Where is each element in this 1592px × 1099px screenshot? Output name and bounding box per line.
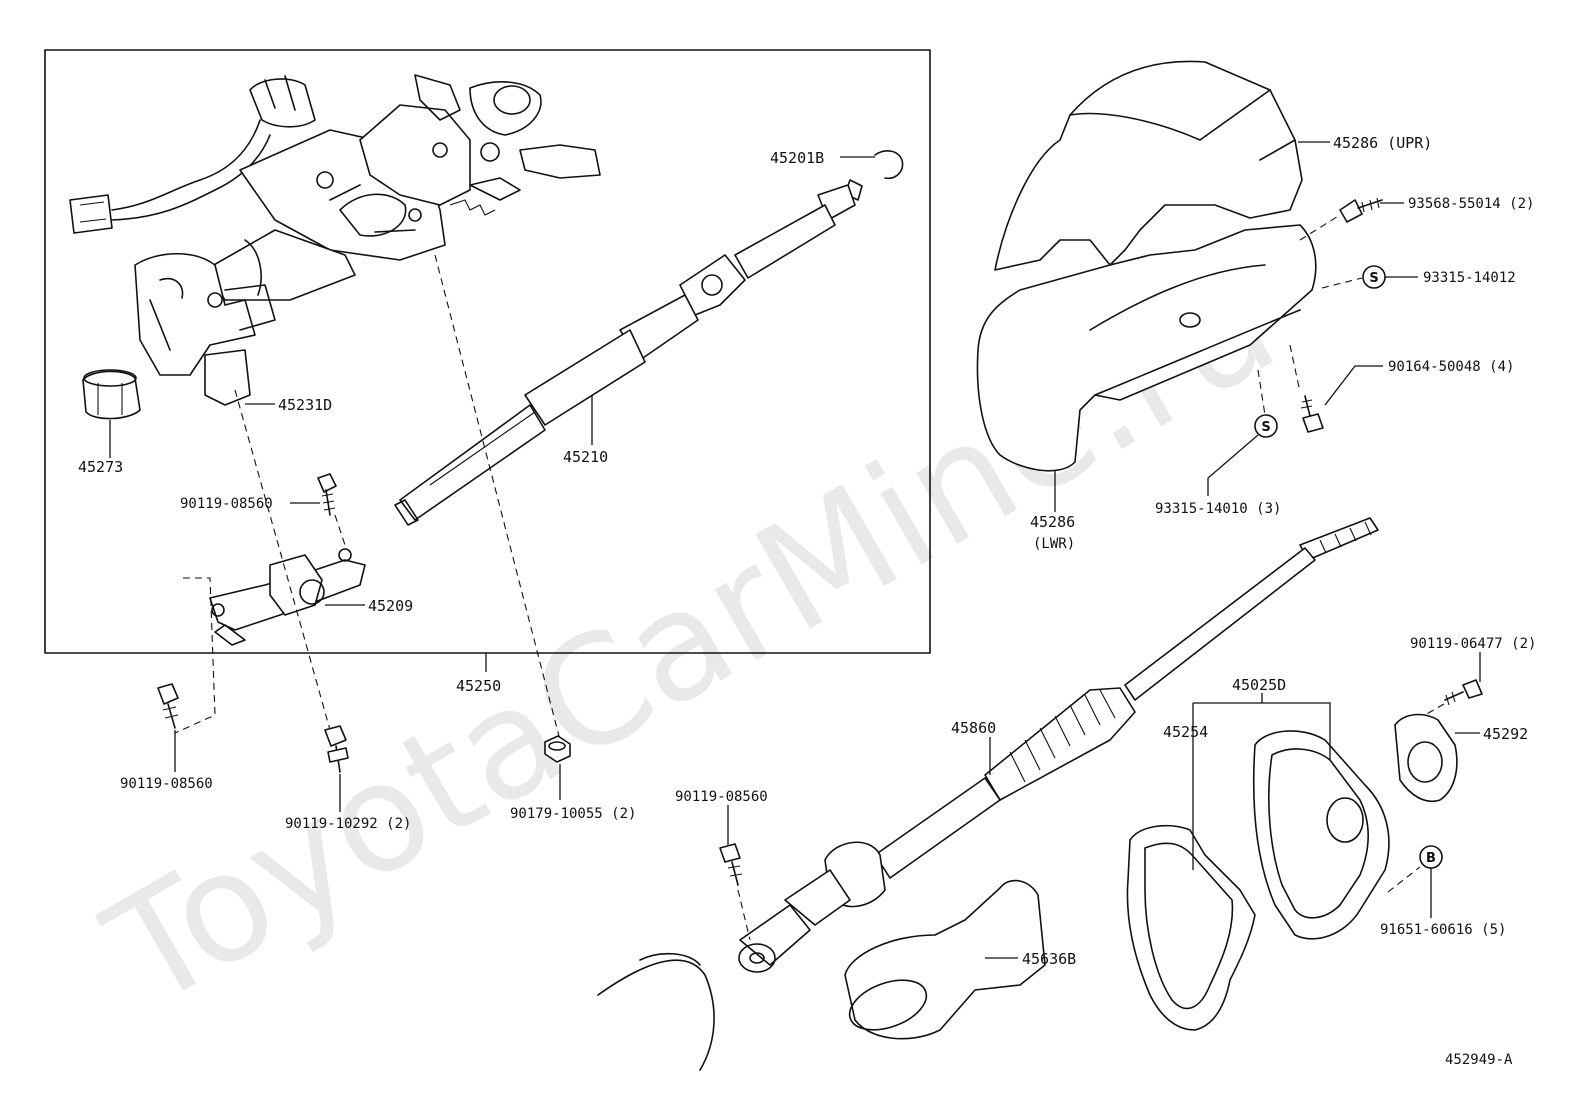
label-45273: 45273 <box>78 458 123 476</box>
label-45636B: 45636B <box>1022 950 1076 968</box>
hole-cover-45025D <box>1252 730 1390 940</box>
dashed-line-2 <box>234 389 331 731</box>
symbol-s-93315-14010: S <box>1254 414 1278 438</box>
label-45286-lwr-sub: (LWR) <box>1033 536 1075 552</box>
symbol-b-91651-60616: B <box>1419 845 1443 869</box>
dashed-line-3 <box>334 514 346 546</box>
label-93568-55014: 93568-55014 (2) <box>1408 196 1534 212</box>
label-45201B: 45201B <box>770 149 824 167</box>
bolt-90119-08560-b <box>157 683 179 729</box>
main-shaft-45210 <box>394 179 863 526</box>
intermediate-shaft-45860 <box>738 517 1379 973</box>
gasket-45254 <box>1126 824 1256 1031</box>
label-45025D: 45025D <box>1232 676 1286 694</box>
bracket-45025D <box>1193 693 1331 760</box>
leader-90164-50048 <box>1324 365 1383 406</box>
dashed-line-11 <box>1387 866 1421 893</box>
label-45254: 45254 <box>1163 723 1208 741</box>
flange-45292 <box>1394 713 1458 802</box>
bolt-90119-08560-a <box>317 473 337 516</box>
label-90164-50048: 90164-50048 (4) <box>1388 359 1514 375</box>
label-45292: 45292 <box>1483 725 1528 743</box>
label-90119-08560-b: 90119-08560 <box>120 776 213 792</box>
diagram-code: 452949-A <box>1445 1052 1513 1068</box>
nut-90179-10055 <box>544 735 571 763</box>
column-cover-upper-45286 <box>994 60 1303 271</box>
label-45860: 45860 <box>951 719 996 737</box>
bolt-90119-06477 <box>1444 679 1483 706</box>
svg-text:S: S <box>1369 271 1378 286</box>
column-cover-lower-45286 <box>976 224 1317 472</box>
column-housing-drawing <box>69 74 601 406</box>
screw-90164-50048 <box>1300 395 1324 433</box>
boot-45636B <box>844 879 1046 1040</box>
bolt-90119-08560-c <box>719 843 743 886</box>
dashed-line-6 <box>1321 277 1363 289</box>
clip-45201B <box>874 150 904 180</box>
label-90119-06477: 90119-06477 (2) <box>1410 636 1536 652</box>
leader-93315-14010 <box>1207 434 1259 496</box>
bolt-90119-10292 <box>324 725 349 773</box>
dashed-line-7 <box>1289 344 1301 393</box>
universal-joint-45209 <box>209 548 366 646</box>
screw-93568-55014 <box>1339 197 1383 223</box>
dashed-line-9 <box>737 889 751 941</box>
label-91651-60616: 91651-60616 (5) <box>1380 922 1506 938</box>
assembly-frame <box>44 49 931 654</box>
label-45286-lwr: 45286 <box>1030 513 1075 531</box>
label-90119-10292: 90119-10292 (2) <box>285 816 411 832</box>
svg-text:S: S <box>1261 420 1270 435</box>
dashed-line-10 <box>1424 703 1445 716</box>
bushing-45273 <box>82 369 141 420</box>
column-tube-fragment <box>597 952 715 1071</box>
label-45286-upr: 45286 (UPR) <box>1333 134 1432 152</box>
svg-text:B: B <box>1426 851 1436 866</box>
label-90119-08560-a: 90119-08560 <box>180 496 273 512</box>
symbol-s-93315-14012: S <box>1362 265 1386 289</box>
dashed-line-4 <box>174 577 216 734</box>
label-45250: 45250 <box>456 677 501 695</box>
label-93315-14012: 93315-14012 <box>1423 270 1516 286</box>
label-45231D: 45231D <box>278 396 332 414</box>
dashed-line-8 <box>1257 369 1266 416</box>
label-90119-08560-c: 90119-08560 <box>675 789 768 805</box>
label-93315-14010: 93315-14010 (3) <box>1155 501 1281 517</box>
label-45209: 45209 <box>368 597 413 615</box>
label-90179-10055: 90179-10055 (2) <box>510 806 636 822</box>
label-45210: 45210 <box>563 448 608 466</box>
dashed-line-5 <box>1299 214 1341 241</box>
